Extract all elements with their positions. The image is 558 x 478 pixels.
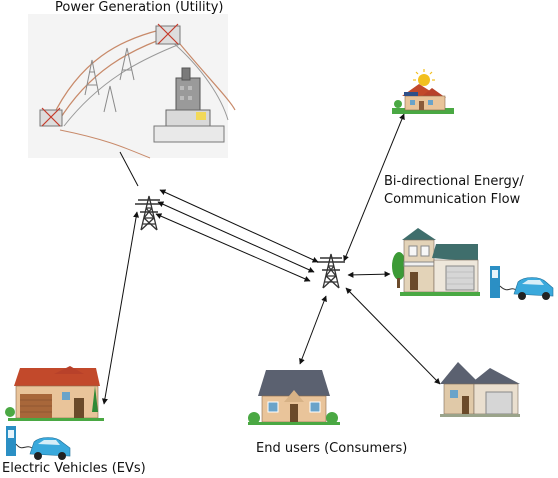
transmission-tower-icon xyxy=(316,253,346,289)
electric-car-icon xyxy=(29,437,71,460)
house-icon xyxy=(248,370,340,425)
flow-arrows xyxy=(101,113,441,405)
consumers-label: End users (Consumers) xyxy=(256,441,408,456)
house-icon xyxy=(392,228,480,296)
transmission-tower-icon xyxy=(134,195,164,231)
ev-charger-icon xyxy=(490,266,517,298)
solar-house-icon xyxy=(392,69,454,114)
ev-charger-icon xyxy=(6,426,33,456)
flow-label-line2: Communication Flow xyxy=(384,192,521,207)
electric-car-icon xyxy=(513,277,554,300)
power-plant-icon xyxy=(28,14,236,159)
house-icon xyxy=(440,362,520,417)
flow-label-line1: Bi-directional Energy/ xyxy=(384,174,524,189)
house-icon xyxy=(5,366,104,421)
evs-label: Electric Vehicles (EVs) xyxy=(2,461,146,476)
utility-label: Power Generation (Utility) xyxy=(55,0,224,15)
